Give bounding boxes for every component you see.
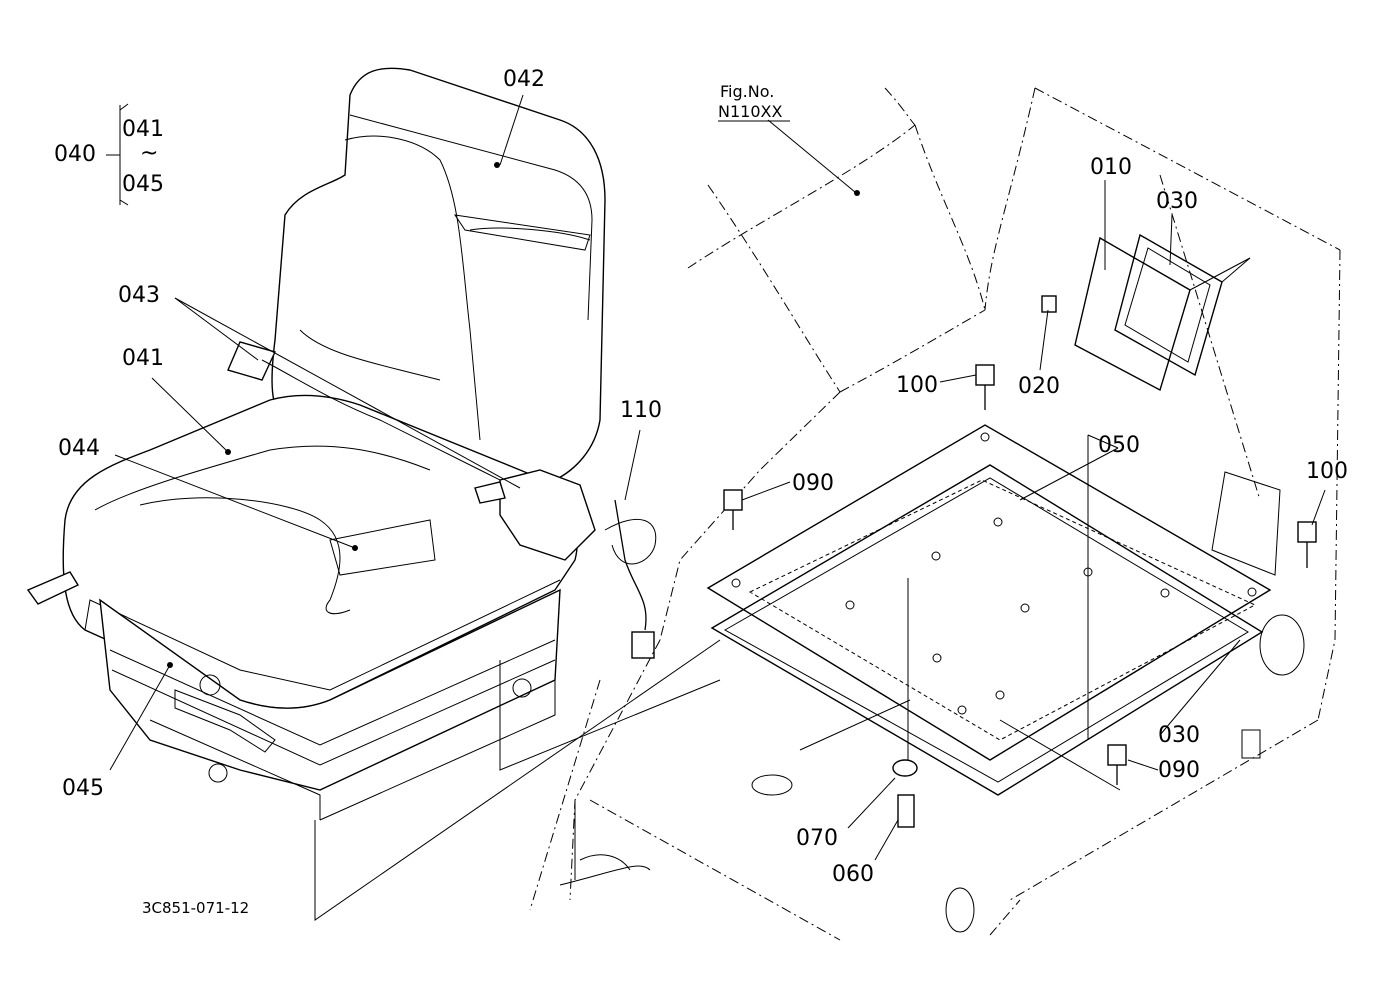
- floor-mat-030: [710, 435, 1264, 796]
- callout-041-range-start: 041: [122, 117, 164, 142]
- callout-045: 045: [62, 776, 104, 801]
- side-panel-010-030: [1074, 233, 1281, 576]
- callout-045-range-end: 045: [122, 172, 164, 197]
- seat-suspension-base: [26, 571, 561, 821]
- seat-cushion: [62, 394, 578, 709]
- callout-090-upper: 090: [792, 471, 834, 496]
- callout-040: 040: [54, 142, 96, 167]
- drawing-code: 3C851-071-12: [142, 899, 250, 917]
- leader-lines: [106, 94, 1326, 861]
- callout-030-upper: 030: [1156, 189, 1198, 214]
- figure-number-label: Fig.No.: [720, 82, 775, 101]
- callout-090-lower: 090: [1158, 758, 1200, 783]
- callout-050: 050: [1098, 433, 1140, 458]
- leader-dots: [167, 162, 860, 668]
- floor-plate-050: [706, 424, 1272, 761]
- callout-043: 043: [118, 283, 160, 308]
- seat-belt: [227, 341, 596, 561]
- callout-010: 010: [1090, 155, 1132, 180]
- callout-042: 042: [503, 67, 545, 92]
- figure-number: N110XX: [718, 102, 783, 121]
- callout-070: 070: [796, 826, 838, 851]
- callout-020: 020: [1018, 374, 1060, 399]
- callout-041: 041: [122, 346, 164, 371]
- floor-outline: [314, 87, 1341, 941]
- callout-range-tilde: ~: [140, 141, 159, 166]
- callout-044: 044: [58, 436, 100, 461]
- callout-100-right: 100: [1306, 459, 1348, 484]
- callout-060: 060: [832, 862, 874, 887]
- callout-100-upper: 100: [896, 373, 938, 398]
- callout-110: 110: [620, 398, 662, 423]
- seat-switch-wire: [604, 499, 657, 659]
- callout-030-lower: 030: [1158, 723, 1200, 748]
